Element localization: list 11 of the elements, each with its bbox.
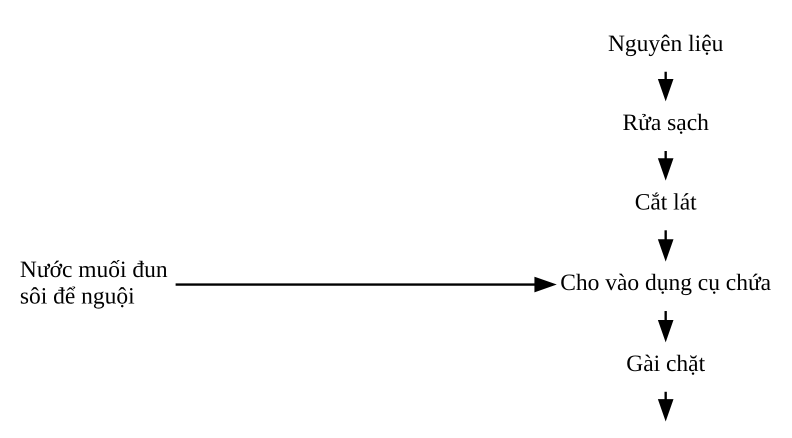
node-text: Cho vào dụng cụ chứa [560, 270, 772, 296]
node-text: Nguyên liệu [608, 30, 724, 57]
node-text: Nước muối đun sôi để nguội [20, 256, 168, 310]
node-text: Rửa sạch [622, 110, 709, 136]
arrow [658, 311, 674, 342]
arrow [658, 72, 674, 102]
arrow [176, 276, 557, 292]
arrow [658, 230, 674, 262]
node-text: Gài chặt [626, 350, 706, 377]
node-text: Cắt lát [634, 189, 697, 216]
arrow [658, 151, 674, 181]
